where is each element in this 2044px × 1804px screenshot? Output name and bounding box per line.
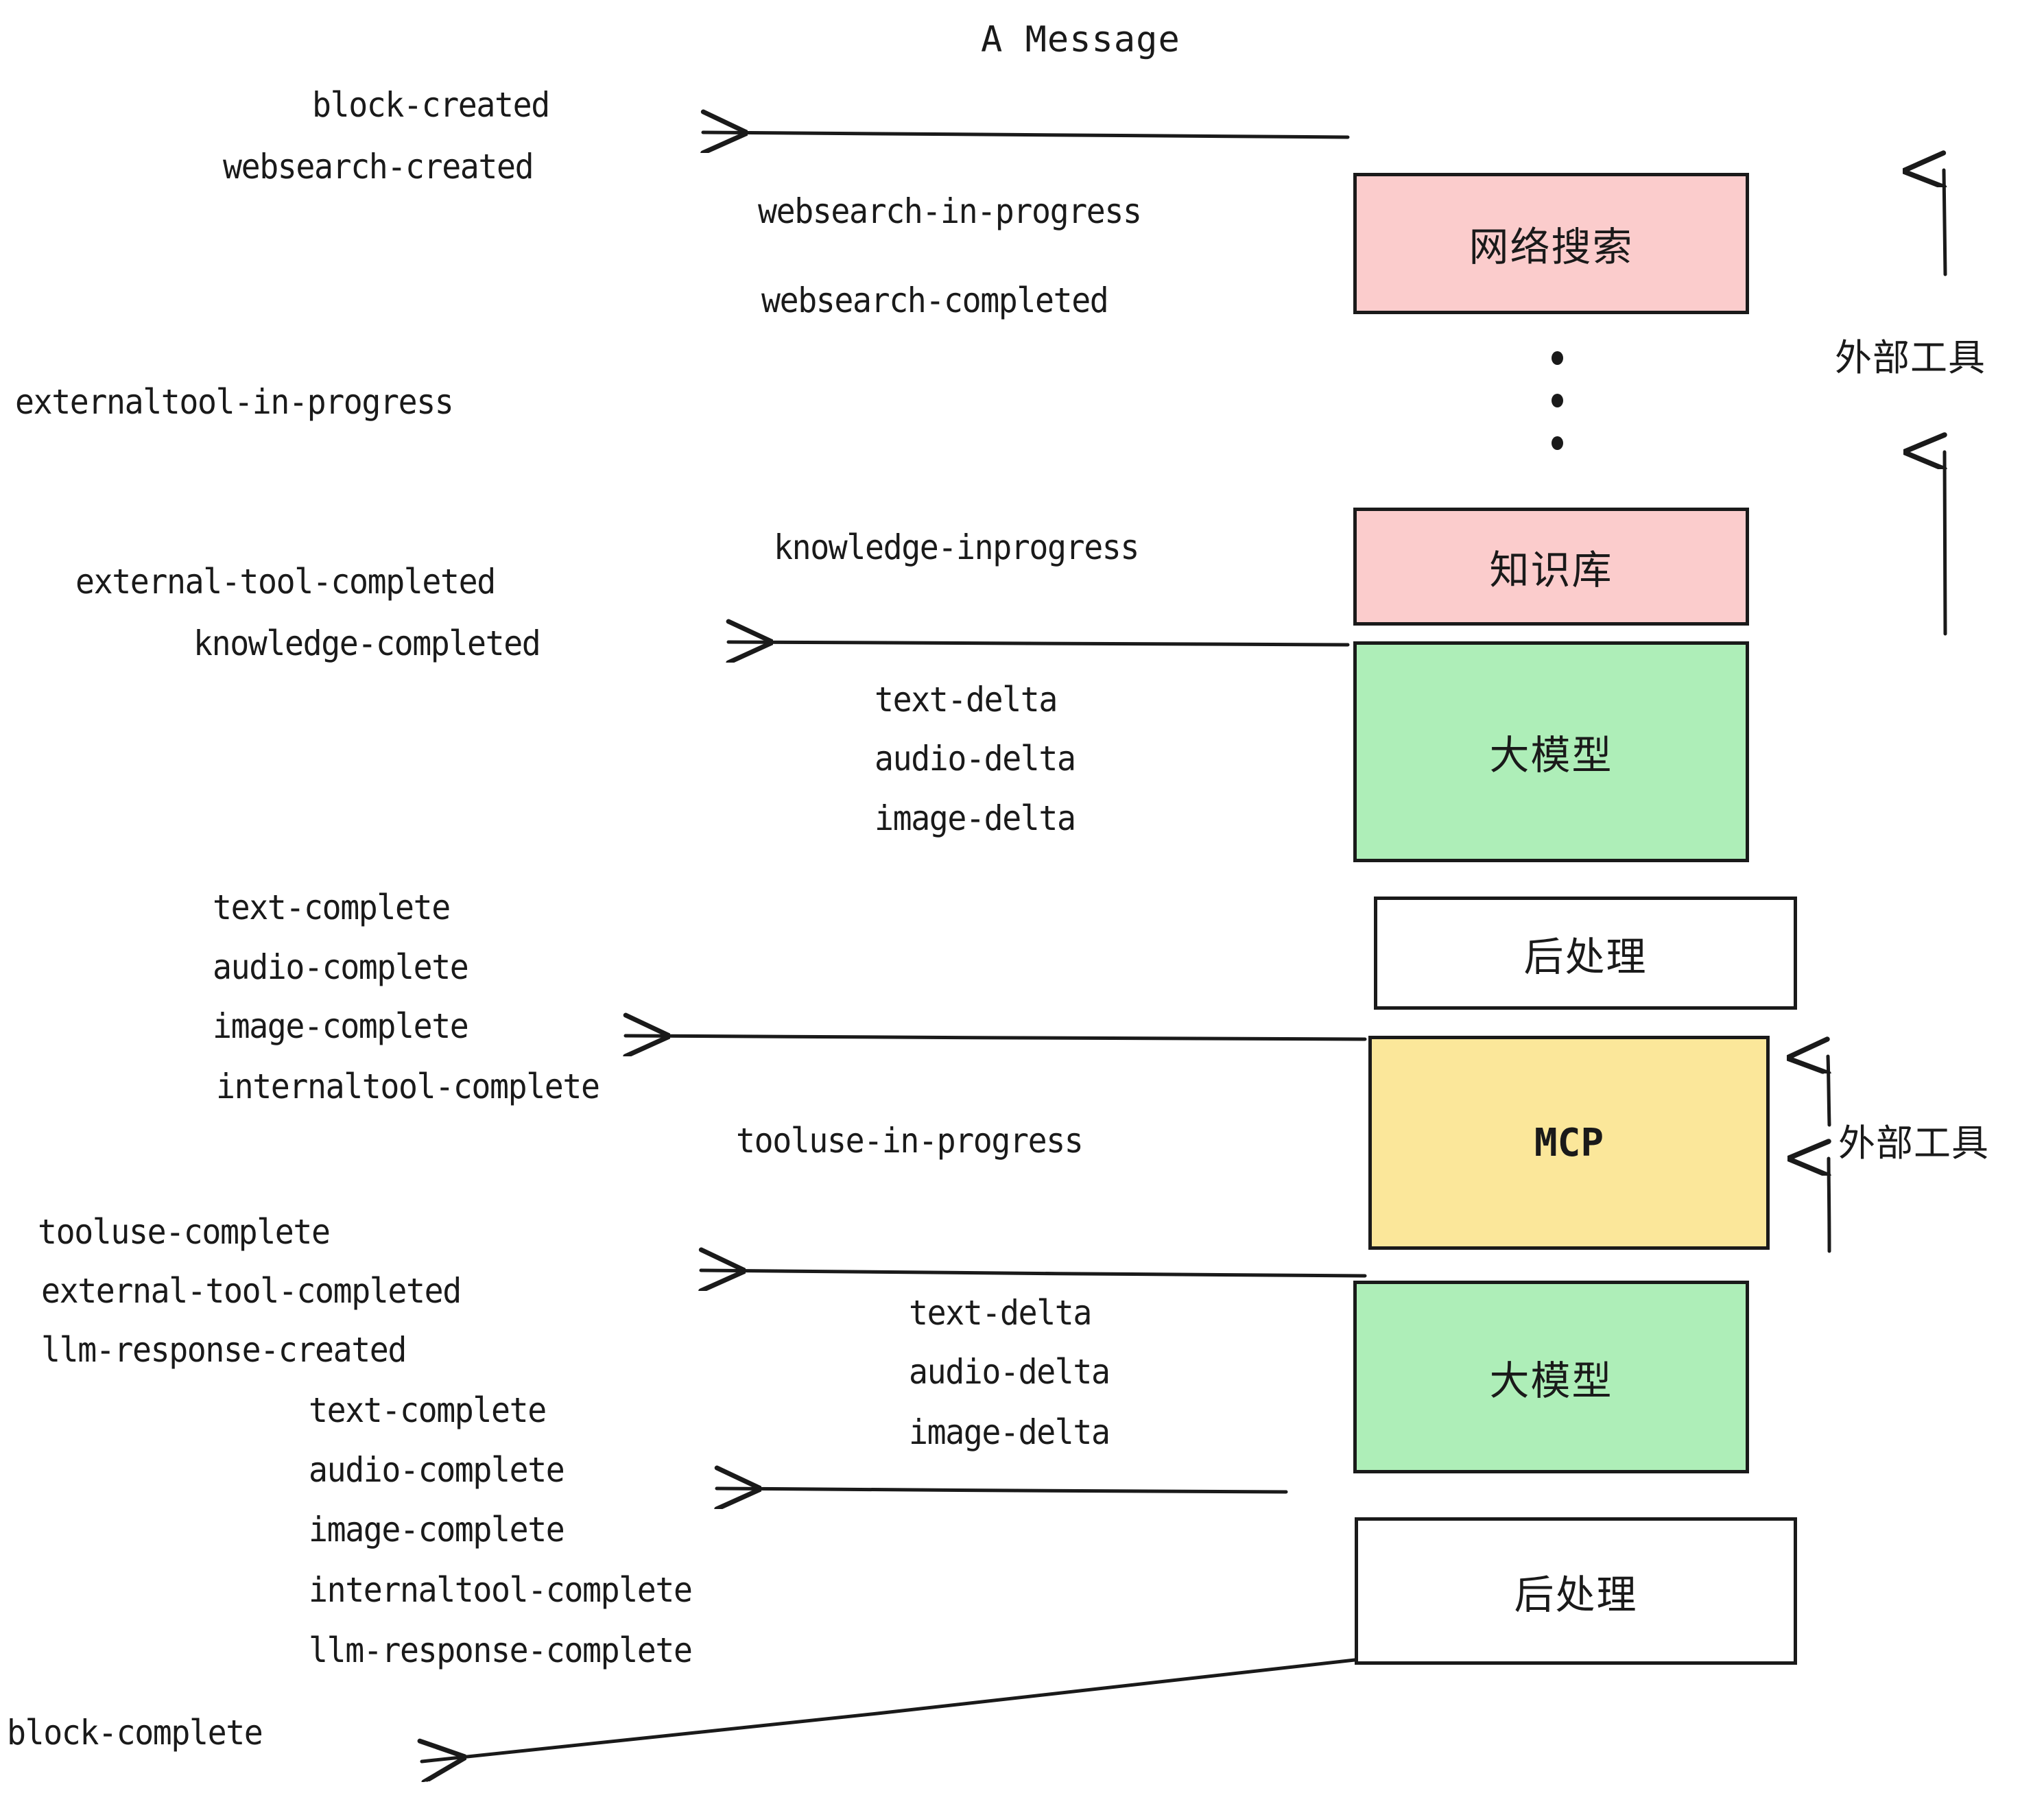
flow-postprocess2-to-block-complete [422,1658,1357,1761]
node-llm-second[interactable]: 大模型 [1353,1281,1749,1473]
event-websearch-completed: websearch-completed [761,281,1109,320]
event-audio-complete-1: audio-complete [213,947,469,987]
event-audio-delta-1: audio-delta [875,739,1076,779]
flow-llm2-to-audio-complete [717,1488,1288,1492]
group-label-external-tool-top: 外部工具 [1835,336,1986,379]
event-audio-delta-2: audio-delta [909,1352,1110,1392]
event-image-delta-1: image-delta [875,798,1076,838]
event-websearch-created: websearch-created [223,147,534,187]
external-tool-range-bottom-up [1828,1056,1829,1127]
event-knowledge-completed: knowledge-completed [193,624,541,663]
event-text-delta-1: text-delta [875,680,1058,720]
event-text-complete-1: text-complete [213,888,451,927]
event-image-complete-1: image-complete [213,1006,469,1046]
event-text-delta-2: text-delta [909,1293,1092,1333]
flow-mcp-to-tooluse-complete [701,1270,1367,1276]
node-websearch[interactable]: 网络搜索 [1353,173,1749,314]
event-block-complete: block-complete [7,1713,263,1753]
event-tooluse-in-progress: tooluse-in-progress [736,1121,1084,1161]
event-llm-response-complete: llm-response-complete [309,1630,693,1670]
flow-postprocess1-to-image-complete [626,1036,1367,1039]
event-external-tool-completed-1: external-tool-completed [75,562,496,602]
event-internaltool-complete-2: internaltool-complete [309,1570,693,1610]
group-label-external-tool-bottom: 外部工具 [1838,1121,1989,1165]
event-tooluse-complete: tooluse-complete [38,1212,331,1252]
node-ellipsis-icon [1552,351,1563,479]
event-external-tool-completed-2: external-tool-completed [41,1271,462,1311]
event-image-complete-2: image-complete [309,1510,565,1550]
event-internaltool-complete-1: internaltool-complete [216,1067,600,1106]
node-knowledge-base[interactable]: 知识库 [1353,508,1749,626]
flow-knowledge-to-knowledge-completed [728,642,1350,645]
event-audio-complete-2: audio-complete [309,1450,565,1490]
node-mcp[interactable]: MCP [1368,1036,1770,1250]
event-block-created: block-created [312,85,550,125]
event-image-delta-2: image-delta [909,1412,1110,1452]
event-websearch-in-progress: websearch-in-progress [758,191,1142,231]
node-postprocess-second[interactable]: 后处理 [1355,1517,1797,1665]
event-knowledge-inprogress: knowledge-inprogress [774,527,1139,567]
event-externaltool-in-progress: externaltool-in-progress [15,382,454,422]
page-title: A Message [981,19,1180,60]
node-postprocess-first[interactable]: 后处理 [1374,897,1797,1010]
node-llm-first[interactable]: 大模型 [1353,641,1749,862]
event-text-complete-2: text-complete [309,1390,547,1430]
external-tool-range-top-up [1944,170,1947,276]
flow-websearch-to-block-created [703,132,1350,137]
event-llm-response-created: llm-response-created [41,1330,407,1370]
